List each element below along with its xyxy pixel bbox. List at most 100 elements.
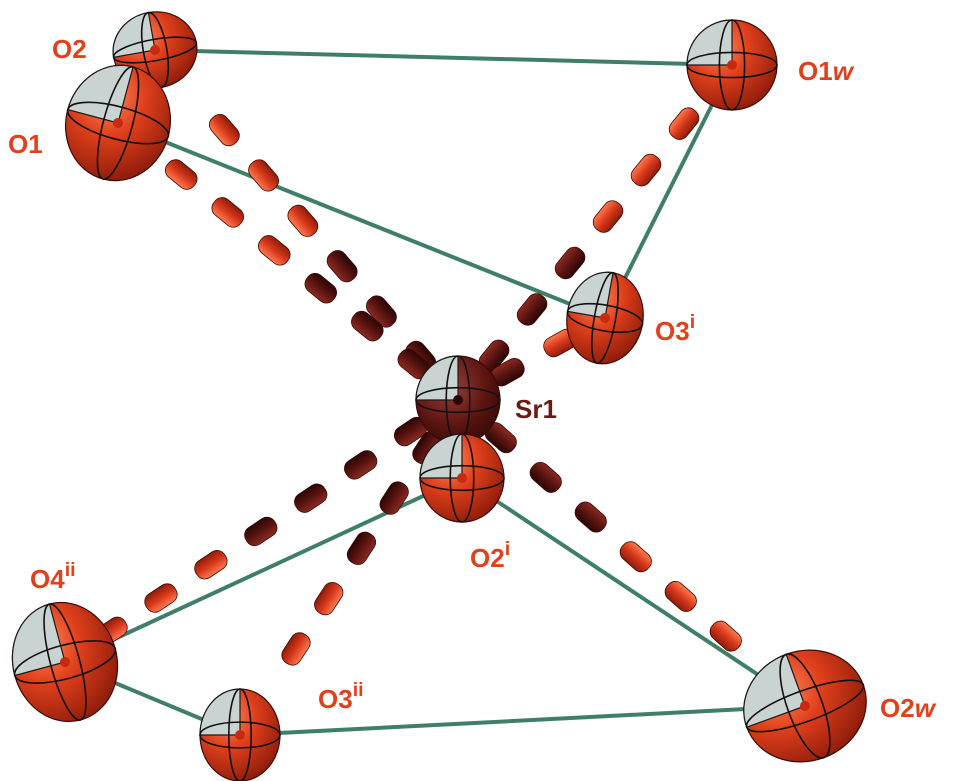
atom-label-superscript: i [690,311,695,333]
atom-label-O3i: O3i [655,311,695,346]
atom-center [113,118,123,128]
principal-axis-ring [199,721,281,749]
bond-segment [668,107,700,140]
atom-center [150,45,160,55]
ellipsoid-octant [419,433,463,479]
coordination-bonds [94,107,742,666]
atom-label-Sr1: Sr1 [515,394,557,424]
ellipsoid-octant [686,19,733,66]
polyhedron-edge-O2i-O2w [460,476,807,708]
atom-label-text: Sr1 [515,394,557,424]
ellipsoid-octant [415,355,459,401]
atoms [11,11,867,781]
bond-segment [244,516,278,547]
bond-segment [709,620,742,652]
atom-label-subscript: w [833,56,855,86]
bond-segment [211,197,244,228]
principal-axis-ring [449,433,475,523]
atom-center [800,701,810,711]
atom-label-text: O4 [30,564,65,594]
atom-label-O1: O1 [8,129,43,159]
atom-O3i [566,271,644,365]
principal-axis-ring [228,688,252,781]
atom-label-superscript: ii [65,559,76,581]
atom-O4ii [11,601,119,723]
ellipsoid-octant [11,603,66,677]
atom-label-text: O3 [655,316,690,346]
coordination-bond-Sr1-O3ii [281,431,442,666]
coordination-bond-Sr1-O2 [208,113,437,374]
coordination-bond-Sr1-O1w [478,107,700,373]
bond-segment [574,501,607,533]
atom-center [60,657,70,667]
bond-segment [248,159,279,192]
ellipsoid-octant [566,271,614,319]
principal-axis-ring [566,302,644,334]
bond-segment [326,250,358,283]
principal-axis-ring [718,19,746,111]
atom-O3ii [199,688,281,781]
atom-O1w [686,19,778,111]
atom-O2i [419,433,505,523]
coordination-bond-Sr1-O1 [164,159,431,380]
coordination-bond-Sr1-O2w [484,422,742,652]
atom-center [727,60,737,70]
bond-segment [344,450,378,480]
atom-label-text: O1 [8,129,43,159]
bond-segment [258,235,291,266]
principal-axis-ring [112,36,198,64]
polyhedron-edge-O3ii-O2w [238,704,807,737]
bond-segment [144,583,178,613]
atom-label-O3ii: O3ii [318,679,364,714]
atom-label-superscript: i [505,538,510,560]
bond-segment [164,159,198,190]
bond-segment [529,461,562,493]
bond-segment [554,246,586,280]
atom-label-O2: O2 [52,34,87,64]
ellipsoid-octant [112,11,156,58]
principal-axis-ring [43,603,87,721]
atom-label-O2i: O2i [470,538,510,573]
bond-segment [379,481,409,515]
principal-axis-ring [686,51,778,79]
atom-label-text: O3 [318,684,353,714]
polyhedron-edge-O1-O3i [116,121,607,320]
bond-segment [351,310,384,342]
bond-segment [208,113,240,147]
atom-center [235,730,245,740]
atom-center [457,473,467,483]
atom-label-subscript: w [915,693,937,723]
atom-label-text: O1 [798,56,833,86]
atom-label-text: O2 [470,543,505,573]
principal-axis-ring [13,640,117,684]
bond-segment [346,531,377,566]
atom-label-O2w: O2w [880,693,937,723]
ellipsoid-octant [743,653,806,728]
atom-label-O1w: O1w [798,56,855,86]
coordination-bond-Sr1-O4ii [94,416,428,646]
principal-axis-ring [745,679,865,733]
bond-segment [314,581,344,616]
bond-segment [281,632,311,666]
bond-segment [516,293,548,326]
bond-segment [592,200,624,233]
principal-axis-ring [779,653,831,759]
bond-segment [619,541,652,573]
polyhedron-edge-O2-O1w [153,48,734,67]
atom-Sr1 [415,355,501,445]
atom-label-text: O2 [880,693,915,723]
atom-center [600,313,610,323]
atom-label-text: O2 [52,34,87,64]
atom-center [453,395,463,405]
atom-O2w [743,649,867,763]
atom-label-superscript: ii [353,679,364,701]
principal-axis-ring [591,271,619,365]
bond-segment [630,153,662,187]
bond-segment [304,272,338,304]
bond-segment [287,204,319,237]
polyhedron-edge-O1w-O3i [603,63,734,320]
ellipsoid-octant [199,688,241,736]
ellipsoid-octant [67,64,134,124]
